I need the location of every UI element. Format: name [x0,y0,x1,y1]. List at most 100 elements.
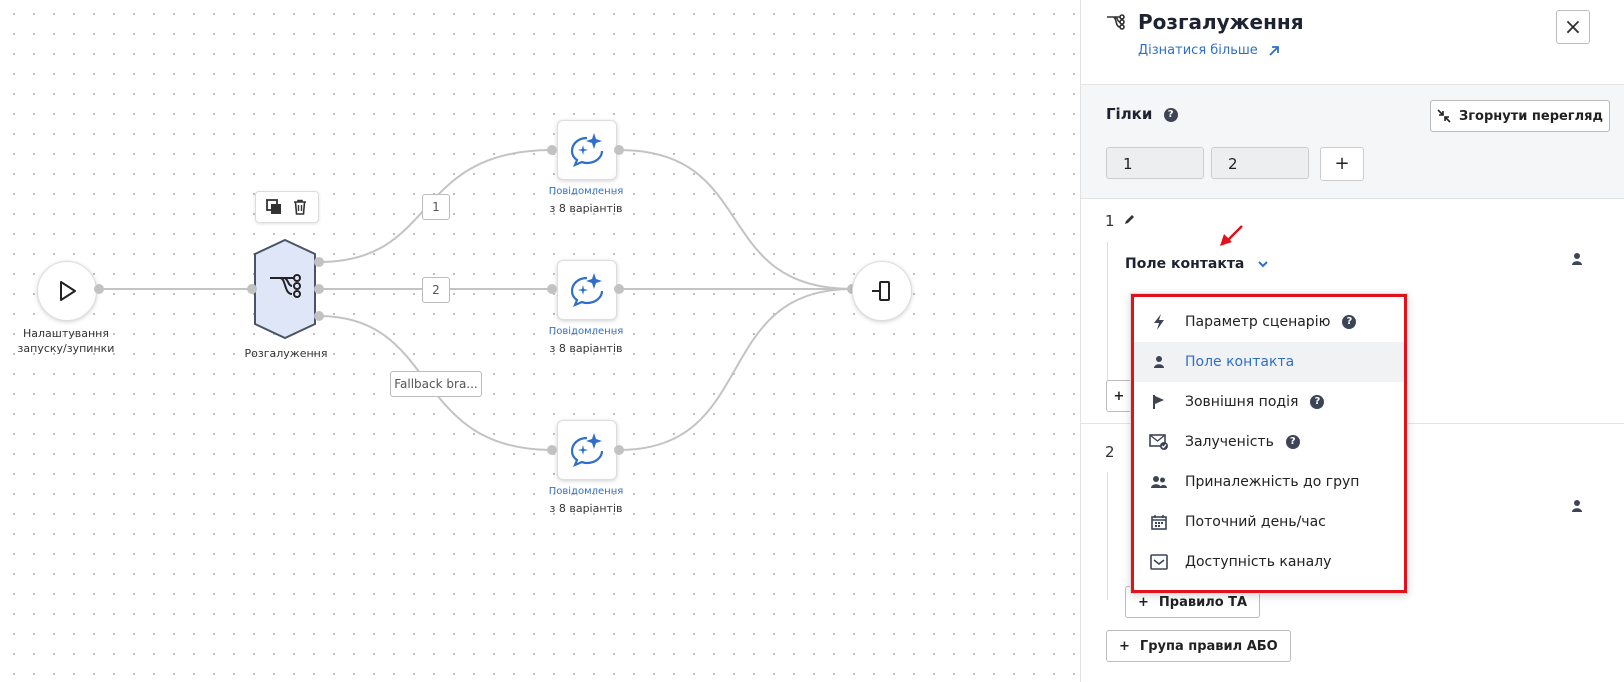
dropdown-item-label: Параметр сценарію [1185,314,1331,330]
collapse-view-label: Згорнути перегляд [1459,108,1603,124]
dropdown-item-external-event[interactable]: Зовнішня подія ? [1134,382,1404,422]
dropdown-item-scenario-parameter[interactable]: Параметр сценарію ? [1134,302,1404,342]
branch-2-heading: 2 [1105,443,1115,461]
dropdown-item-label: Поточний день/час [1185,514,1326,530]
connection-wires [99,149,853,451]
help-icon[interactable]: ? [1285,435,1300,449]
calendar-icon [1148,514,1170,530]
person-icon [1572,253,1582,265]
split-output-port-fallback[interactable] [314,311,324,321]
trash-icon[interactable] [291,198,309,216]
branches-title-text: Гілки [1106,105,1153,123]
split-node-label: Розгалуження [244,347,328,360]
branches-section: Гілки ? Згорнути перегляд 1 2 + [1081,84,1624,199]
panel-title: Розгалуження [1138,10,1304,34]
help-icon[interactable]: ? [1342,315,1357,329]
chevron-down-icon [1258,261,1268,268]
split-output-port-2[interactable] [314,284,324,294]
help-icon[interactable]: ? [1163,107,1178,122]
ai-message-icon [570,133,604,168]
branch-2-number: 2 [1105,443,1115,461]
inbox-icon [1148,554,1170,570]
dropdown-item-label: Залученість [1185,434,1274,450]
wire-msg1-end [618,149,853,290]
message-3-title[interactable]: Повідомлення [548,486,624,497]
person-icon [1148,355,1170,369]
edge-label-fallback[interactable]: Fallback bra... [390,371,482,397]
rule-type-dropdown: Параметр сценарію ? Поле контакта Зовніш… [1130,293,1408,594]
add-branch-button[interactable]: + [1320,147,1364,181]
wire-msg3-end [618,288,853,451]
message-2-title[interactable]: Повідомлення [548,326,624,337]
rule-field-selector[interactable]: Поле контакта [1125,256,1269,272]
ai-message-icon [570,273,604,308]
message-node-3[interactable] [557,420,617,480]
envelope-check-icon [1148,434,1170,450]
message-node-1[interactable] [557,120,617,180]
ai-message-icon [570,433,604,468]
dropdown-item-group-membership[interactable]: Приналежність до груп [1134,462,1404,502]
message-3-subtitle: з 8 варіантів [549,502,623,515]
pencil-icon[interactable] [1123,214,1135,226]
split-input-port[interactable] [247,284,257,294]
branch-1-number: 1 [1105,212,1115,230]
learn-more-link[interactable]: Дізнатися більше [1138,43,1280,58]
dropdown-item-contact-field[interactable]: Поле контакта [1134,342,1404,382]
node-toolbar [255,191,319,223]
message-node-2[interactable] [557,260,617,320]
split-output-port-1[interactable] [314,257,324,267]
start-node[interactable] [37,261,97,321]
branch-icon [1107,14,1125,30]
learn-more-text: Дізнатися більше [1138,43,1258,58]
pointer-arrow-icon [1220,225,1243,246]
message-2-output-port[interactable] [614,284,624,294]
add-or-group-label: Група правил АБО [1139,638,1278,654]
message-1-subtitle: з 8 варіантів [549,202,623,215]
edge-label-1[interactable]: 1 [422,194,450,220]
dropdown-item-current-datetime[interactable]: Поточний день/час [1134,502,1404,542]
message-2-input-port[interactable] [547,284,557,294]
person-icon [1572,500,1582,512]
message-2-subtitle: з 8 варіантів [549,342,623,355]
close-button[interactable]: × [1556,10,1590,44]
branch-icon [270,274,301,298]
play-icon [60,281,76,301]
message-1-title[interactable]: Повідомлення [548,186,624,197]
message-1-output-port[interactable] [614,145,624,155]
branch-2-guide-line [1107,472,1108,600]
plus-icon: + [1119,638,1130,654]
external-arrow-icon [1269,45,1279,56]
message-1-input-port[interactable] [547,145,557,155]
bolt-icon [1148,313,1170,331]
message-3-input-port[interactable] [547,445,557,455]
branch-1-add-button[interactable]: + [1106,380,1132,412]
end-node[interactable] [852,261,912,321]
start-output-port[interactable] [94,284,104,294]
dropdown-item-engagement[interactable]: Залученість ? [1134,422,1404,462]
edge-label-2[interactable]: 2 [422,277,450,303]
workflow-canvas[interactable]: Налаштування запуску/зупинки Розгалуженн… [0,0,1080,682]
branches-heading: Гілки ? [1106,105,1178,123]
copy-icon[interactable] [265,198,283,216]
add-or-group-button[interactable]: + Група правил АБО [1106,630,1291,662]
collapse-view-button[interactable]: Згорнути перегляд [1430,100,1610,132]
start-node-label: Налаштування запуску/зупинки [17,327,115,355]
dropdown-item-channel-availability[interactable]: Доступність каналу [1134,542,1404,582]
dropdown-item-label: Поле контакта [1185,354,1295,370]
collapse-icon [1437,109,1451,123]
help-icon[interactable]: ? [1310,395,1325,409]
branch-1-heading: 1 [1105,212,1135,230]
split-node[interactable] [252,238,318,340]
dropdown-item-label: Зовнішня подія [1185,394,1299,410]
message-3-output-port[interactable] [614,445,624,455]
flag-icon [1148,394,1170,410]
dropdown-item-label: Приналежність до груп [1185,474,1360,490]
close-icon: × [1563,14,1583,40]
branch-1-guide-line [1107,242,1108,390]
plus-icon: + [1138,594,1149,610]
add-and-rule-label: Правило ТА [1158,594,1248,610]
branch-tab-2[interactable]: 2 [1211,147,1309,179]
dropdown-item-label: Доступність каналу [1185,554,1332,570]
rule-field-label: Поле контакта [1125,256,1245,272]
branch-tab-1[interactable]: 1 [1106,147,1204,179]
